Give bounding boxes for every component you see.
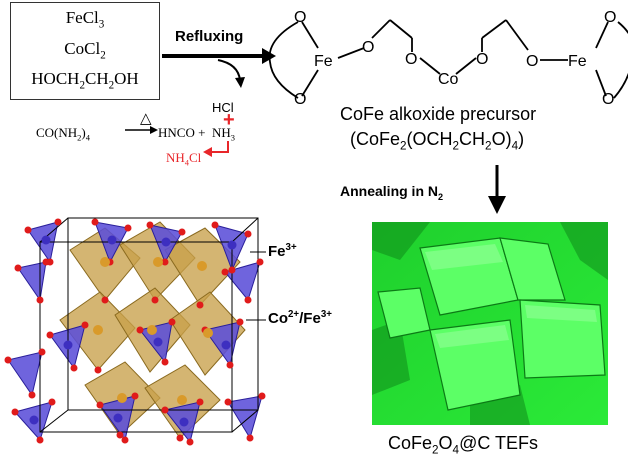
- nh3-label: NH3: [212, 125, 235, 143]
- reagent-ethylene-glycol: HOCH2CH2OH: [31, 69, 139, 92]
- atom-o: O: [602, 91, 614, 108]
- precursor-atoms: O O Fe O O Co O O Fe O O: [294, 9, 616, 108]
- product-label: CoFe2O4@C TEFs: [388, 433, 539, 457]
- atom-co: Co: [438, 71, 459, 88]
- heat-symbol: △: [140, 111, 152, 127]
- fe3-site-label: Fe3+: [268, 242, 297, 260]
- hcl-label: HCl: [212, 100, 234, 115]
- spinel-crystal-structure: [4, 217, 266, 446]
- reflux-arrow: [162, 48, 276, 88]
- step-annealing-label: Annealing in N2: [340, 183, 444, 202]
- nh4cl-label: NH4Cl: [166, 150, 202, 168]
- atom-o: O: [476, 51, 488, 68]
- atom-fe: Fe: [568, 53, 587, 70]
- atom-fe: Fe: [314, 53, 333, 70]
- nh4cl-arrow: [203, 141, 229, 157]
- sem-micrograph: [372, 222, 608, 425]
- atom-o: O: [294, 9, 306, 26]
- precursor-label: CoFe alkoxide precursor: [340, 104, 537, 124]
- co-fe-site-label: Co2+/Fe3+: [268, 309, 332, 327]
- atom-o: O: [362, 39, 374, 56]
- atom-o: O: [604, 9, 616, 26]
- atom-o: O: [526, 53, 538, 70]
- precursor-structure: [268, 19, 628, 99]
- annealing-arrow: [488, 165, 506, 214]
- plus-sign: +: [223, 109, 235, 131]
- precursor-formula: (CoFe2(OCH2CH2O)4): [350, 129, 525, 153]
- reagent-fecl3: FeCl3: [65, 8, 105, 31]
- reagent-cocl2: CoCl2: [64, 39, 106, 62]
- urea-label: CO(NH2)4: [36, 125, 90, 143]
- heat-arrow: [125, 126, 158, 134]
- reagents-box: FeCl3 CoCl2 HOCH2CH2OH: [10, 2, 160, 100]
- hnco-label: HNCO +: [158, 125, 206, 140]
- atom-o: O: [405, 51, 417, 68]
- atom-o: O: [294, 91, 306, 108]
- step-refluxing-label: Refluxing: [175, 28, 244, 45]
